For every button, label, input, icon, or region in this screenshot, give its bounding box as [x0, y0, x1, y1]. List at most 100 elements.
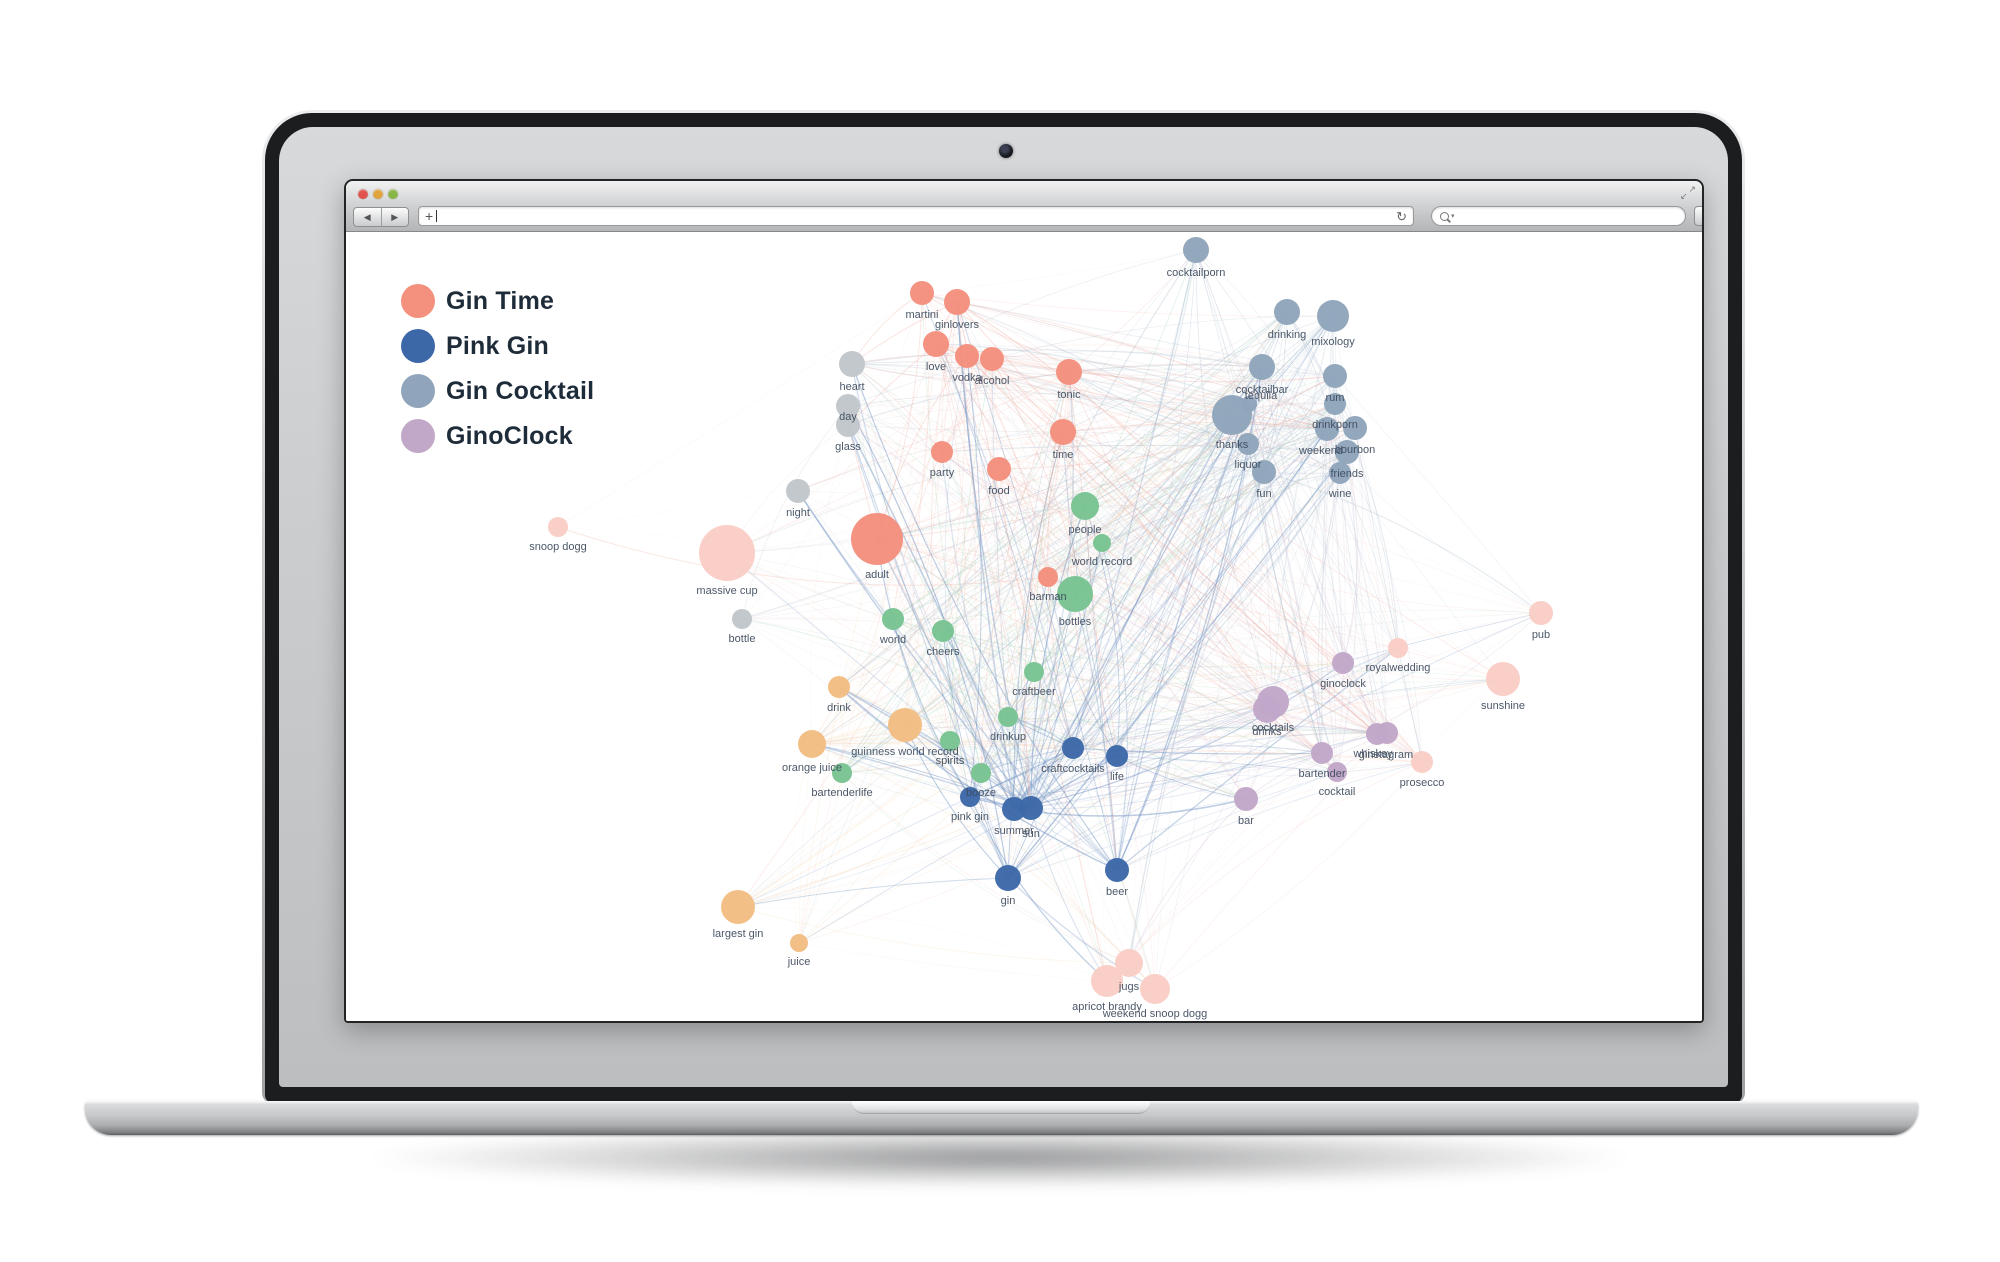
edge: [1013, 662, 1344, 810]
edge: [1013, 708, 1268, 810]
node-cheers[interactable]: [932, 620, 954, 642]
edge: [1336, 472, 1346, 773]
edge: [942, 630, 1504, 693]
node-largest-gin[interactable]: [721, 890, 755, 924]
node-summer[interactable]: [1002, 797, 1026, 821]
node-cocktails[interactable]: [1257, 686, 1289, 718]
node-martini[interactable]: [910, 281, 934, 305]
node-bourbon[interactable]: [1343, 416, 1367, 440]
node-snoop-dogg[interactable]: [548, 517, 568, 537]
node-bottles[interactable]: [1057, 576, 1093, 612]
edge: [1068, 368, 1336, 377]
node-barman[interactable]: [1038, 567, 1058, 587]
node-label-tonic: tonic: [1057, 389, 1081, 401]
close-window-button[interactable]: [358, 189, 368, 199]
node-love[interactable]: [923, 331, 949, 357]
node-world[interactable]: [882, 608, 904, 630]
node-time[interactable]: [1050, 419, 1076, 445]
minimize-window-button[interactable]: [373, 189, 383, 199]
node-whiskey[interactable]: [1376, 722, 1398, 744]
node-vodka[interactable]: [955, 344, 979, 368]
node-drinkporn[interactable]: [1324, 393, 1346, 415]
node-party[interactable]: [931, 441, 953, 463]
edge: [956, 301, 1076, 595]
node-friends[interactable]: [1335, 440, 1359, 464]
node-day[interactable]: [836, 394, 860, 418]
node-gin[interactable]: [995, 865, 1021, 891]
node-craftcocktails[interactable]: [1062, 737, 1084, 759]
new-tab-icon[interactable]: +: [425, 208, 434, 224]
resize-window-icon[interactable]: ↗ ↙: [1680, 185, 1696, 201]
node-drinking[interactable]: [1274, 299, 1300, 325]
node-massive-cup[interactable]: [699, 525, 755, 581]
search-options-chevron-icon[interactable]: ▾: [1451, 213, 1455, 220]
node-sun[interactable]: [1019, 796, 1043, 820]
reload-icon[interactable]: ↻: [1396, 208, 1407, 224]
node-adult[interactable]: [851, 513, 903, 565]
node-sunshine[interactable]: [1486, 662, 1520, 696]
node-orange-juice[interactable]: [798, 730, 826, 758]
node-ginoclock[interactable]: [1332, 652, 1354, 674]
node-wine[interactable]: [1329, 462, 1351, 484]
node-apricot-brandy[interactable]: [1091, 965, 1123, 997]
node-bar[interactable]: [1234, 787, 1258, 811]
node-rum[interactable]: [1323, 364, 1347, 388]
node-thanks[interactable]: [1212, 395, 1252, 435]
search-field[interactable]: ▾: [1431, 206, 1686, 226]
node-mixology[interactable]: [1317, 300, 1349, 332]
forward-button[interactable]: ▶: [391, 211, 399, 222]
node-weekend[interactable]: [1315, 417, 1339, 441]
node-prosecco[interactable]: [1411, 751, 1433, 773]
node-cocktail[interactable]: [1327, 762, 1347, 782]
node-cocktailbar[interactable]: [1249, 354, 1275, 380]
downloads-button[interactable]: ↓: [1694, 206, 1702, 226]
node-alcohol[interactable]: [980, 347, 1004, 371]
node-glass[interactable]: [836, 413, 860, 437]
url-field[interactable]: + ↻: [418, 206, 1414, 226]
node-weekend-snoop-dogg[interactable]: [1140, 974, 1170, 1004]
node-pink-gin[interactable]: [960, 787, 980, 807]
node-night[interactable]: [786, 479, 810, 503]
node-jugs[interactable]: [1115, 949, 1143, 977]
edge: [941, 301, 958, 453]
edge: [1074, 403, 1336, 595]
node-food[interactable]: [987, 457, 1011, 481]
node-world-record[interactable]: [1093, 534, 1111, 552]
node-drinkup[interactable]: [998, 707, 1018, 727]
node-craftbeer[interactable]: [1024, 662, 1044, 682]
node-people[interactable]: [1071, 492, 1099, 520]
edge: [942, 630, 971, 798]
node-royalwedding[interactable]: [1388, 638, 1408, 658]
edge: [1013, 808, 1108, 982]
node-label-world: world: [879, 634, 906, 646]
edge: [935, 343, 1247, 800]
edge: [1074, 593, 1268, 710]
node-fun[interactable]: [1252, 460, 1276, 484]
edge: [1007, 431, 1064, 718]
back-button[interactable]: ◀: [354, 208, 382, 226]
node-heart[interactable]: [839, 351, 865, 377]
edge: [956, 301, 1336, 377]
node-cocktailporn[interactable]: [1183, 237, 1209, 263]
node-bartenderlife[interactable]: [832, 763, 852, 783]
edge: [1062, 422, 1328, 433]
node-ginlovers[interactable]: [944, 289, 970, 315]
node-guinness-world-record[interactable]: [888, 708, 922, 742]
node-drink[interactable]: [828, 676, 850, 698]
edge: [1346, 451, 1423, 763]
node-life[interactable]: [1106, 745, 1128, 767]
node-juice[interactable]: [790, 934, 808, 952]
node-label-thanks: thanks: [1216, 439, 1249, 451]
node-bartender[interactable]: [1311, 742, 1333, 764]
edge: [1074, 311, 1288, 595]
node-bottle[interactable]: [732, 609, 752, 629]
edge: [797, 490, 1118, 871]
node-beer[interactable]: [1105, 858, 1129, 882]
node-spirits[interactable]: [940, 731, 960, 751]
node-tonic[interactable]: [1056, 359, 1082, 385]
node-pub[interactable]: [1529, 601, 1553, 625]
zoom-window-button[interactable]: [388, 189, 398, 199]
network-svg[interactable]: cocktailporndrinkingmixologycocktailbarr…: [346, 232, 1702, 1021]
node-liquor[interactable]: [1237, 433, 1259, 455]
node-booze[interactable]: [971, 763, 991, 783]
